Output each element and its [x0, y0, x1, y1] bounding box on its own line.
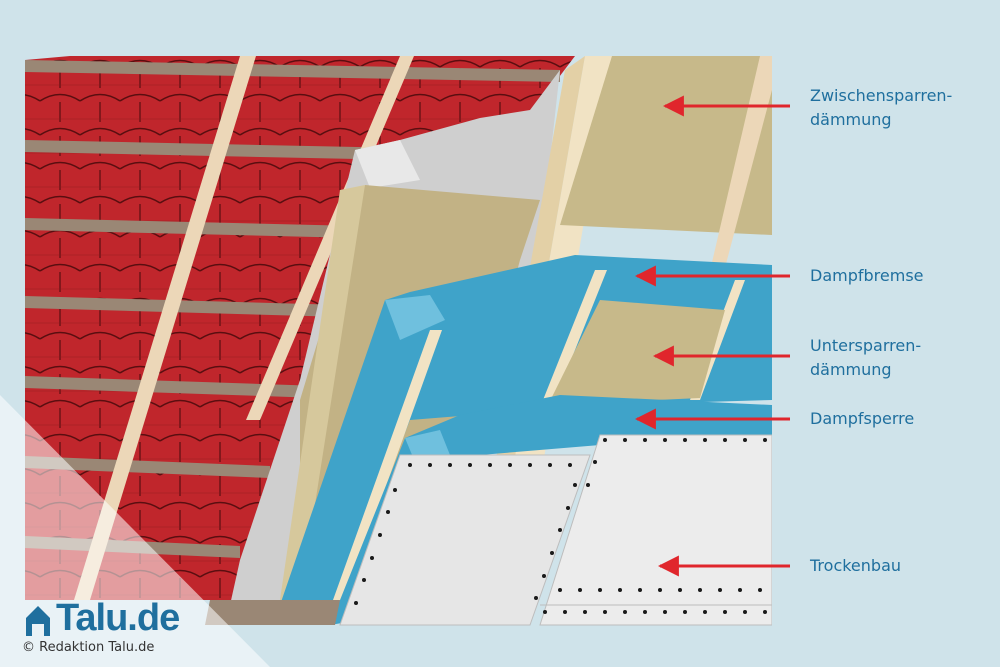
label-untersparrendaemmung: Untersparren- dämmung [810, 334, 921, 382]
eave-beam [205, 600, 340, 625]
vapor-barrier-fold [405, 430, 450, 462]
underlay-highlight [355, 140, 420, 188]
label-zwischensparren-line1: Zwischensparren- [810, 86, 953, 105]
label-untersparren-line1: Untersparren- [810, 336, 922, 355]
brand-name: Talu.de [56, 597, 180, 639]
drywall-panel-left [339, 454, 591, 626]
watermark-overlay [0, 395, 270, 667]
label-zwischensparren-line2: dämmung [810, 110, 892, 129]
label-dampfbremse: Dampfbremse [810, 266, 924, 285]
under-rafter-insulation [548, 300, 725, 405]
batten-under-brake-1 [333, 330, 442, 600]
label-arrows [634, 95, 790, 577]
brand-credit: © Redaktion Talu.de [22, 640, 155, 655]
label-untersparren-line2: dämmung [810, 360, 892, 379]
label-zwischensparrendaemmung: Zwischensparren- dämmung [810, 84, 952, 132]
diagram-right-edge [772, 56, 778, 628]
vapor-brake-fold [385, 295, 445, 340]
drywall-screws [354, 438, 767, 614]
batten-under-brake-2 [543, 270, 607, 400]
between-rafter-insulation-top [560, 56, 772, 235]
insulation-edge [280, 185, 365, 600]
label-trockenbau: Trockenbau [810, 556, 902, 575]
label-dampfsperre: Dampfsperre [810, 409, 915, 428]
house-logo-icon [26, 606, 50, 636]
